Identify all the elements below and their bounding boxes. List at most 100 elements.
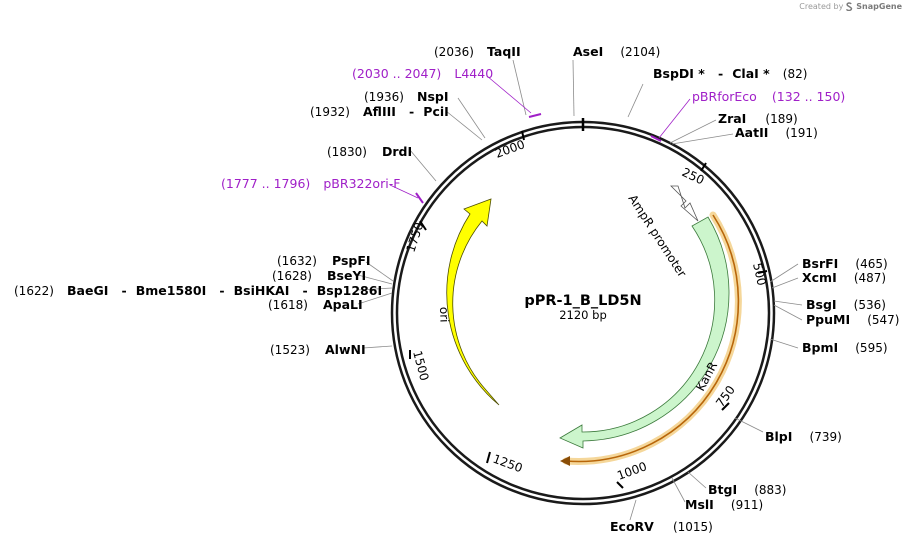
leader-bspdi [627, 83, 644, 118]
site-name-alwni: AlwNI [325, 342, 366, 357]
site-pos-taqii: (2036) [434, 45, 474, 59]
ampr-promoter-label: AmpR promoter [625, 192, 689, 280]
primer-range-pbrforeco: (132 .. 150) [772, 89, 845, 104]
primer-name-pbrforeco: pBRforEco [692, 89, 757, 104]
site-pspfi[interactable]: (1632) PspFI [277, 250, 371, 269]
kanr-orf-line [565, 214, 740, 463]
site-name-ppumi: PpuMI [806, 312, 850, 327]
leader-msli [671, 477, 686, 503]
site-pos-bpmi: (595) [855, 341, 887, 355]
site-afliii-pcii[interactable]: (1932) AflIII - PciI [310, 101, 449, 120]
tick-mark-2000 [521, 130, 525, 141]
site-pos-alwni: (1523) [270, 343, 310, 357]
site-msli[interactable]: MslI (911) [685, 494, 763, 513]
site-separator: - [302, 283, 307, 298]
primer-l4440[interactable]: (2030 .. 2047) L4440 [352, 63, 493, 82]
site-name-bpmi: BpmI [802, 340, 838, 355]
site-pos-btgi: (883) [754, 483, 786, 497]
leader-blpi [734, 417, 764, 433]
site-name-blpi: BlpI [765, 429, 792, 444]
leader-bpmi [769, 338, 799, 349]
tick-mark-1000 [616, 481, 624, 489]
site-nspi[interactable]: (1936) NspI [364, 86, 449, 105]
site-pos-apali: (1618) [268, 298, 308, 312]
created-by-credit: Created by SnapGene [799, 2, 902, 11]
site-name-baegi: BaeGI [67, 283, 108, 298]
leader-baegi [357, 287, 393, 291]
site-pos-msli: (911) [731, 498, 763, 512]
site-name-bme1580i: Bme1580I [136, 283, 206, 298]
site-bpmi[interactable]: BpmI (595) [802, 337, 888, 356]
site-zrai[interactable]: ZraI (189) [718, 108, 798, 127]
ori-feature-arrow[interactable] [446, 198, 500, 406]
site-name-pcii: PciI [423, 104, 449, 119]
site-bsgi[interactable]: BsgI (536) [806, 294, 886, 313]
leader-bseyi [357, 274, 393, 285]
site-aatii[interactable]: AatII (191) [735, 122, 818, 141]
ampr-promoter-arrow[interactable] [670, 185, 699, 222]
leader-btgi [687, 471, 707, 489]
site-apali[interactable]: (1618) ApaLI [268, 294, 363, 313]
site-pos-blpi: (739) [810, 430, 842, 444]
site-ecorv[interactable]: EcoRV (1015) [610, 516, 713, 535]
tick-mark-750 [721, 402, 730, 411]
credit-brand: SnapGene [856, 2, 902, 11]
site-separator: - [409, 104, 414, 119]
site-pos-bsrfi: (465) [855, 257, 887, 271]
leader-asei [572, 59, 575, 117]
leader-bsrfi [769, 263, 799, 283]
site-name-bspdi: BspDI * [653, 66, 705, 81]
site-drdi[interactable]: (1830) DrdI [327, 141, 412, 160]
snapgene-logo-icon [846, 2, 853, 11]
primer-name-pbr322ori-f: pBR322ori-F [323, 176, 400, 191]
site-name-aatii: AatII [735, 125, 768, 140]
site-name-bsp1286i: Bsp1286I [317, 283, 382, 298]
site-ppumi[interactable]: PpuMI (547) [806, 309, 899, 328]
site-name-zrai: ZraI [718, 111, 746, 126]
plasmid-size: 2120 bp [559, 308, 607, 322]
site-blpi[interactable]: BlpI (739) [765, 426, 842, 445]
site-name-clai: ClaI * [732, 66, 770, 81]
site-pos-bsgi: (536) [854, 298, 886, 312]
primer-pbr322ori-f[interactable]: (1777 .. 1796) pBR322ori-F [221, 173, 400, 192]
leader-l4440 [486, 75, 532, 114]
leader-ppumi [773, 304, 803, 321]
site-bsrfi[interactable]: BsrFI (465) [802, 253, 888, 272]
tick-mark-1750 [419, 220, 427, 231]
tick-mark-250 [700, 162, 707, 172]
leader-afliii [445, 110, 483, 141]
site-asei[interactable]: AseI (2104) [573, 41, 660, 60]
primer-mark-pbrforeco [650, 135, 662, 142]
tick-mark-1250 [486, 451, 491, 464]
primer-name-l4440: L4440 [454, 66, 493, 81]
site-pos-xcmi: (487) [854, 271, 886, 285]
site-name-apali: ApaLI [323, 297, 363, 312]
site-bspdi-clai[interactable]: BspDI * - ClaI * (82) [653, 63, 807, 82]
site-name-bsrfi: BsrFI [802, 256, 838, 271]
tick-mark-500 [757, 270, 768, 274]
leader-taqii [512, 59, 527, 116]
site-xcmi[interactable]: XcmI (487) [802, 267, 886, 286]
kanr-feature-arrow[interactable] [559, 216, 730, 449]
site-btgi[interactable]: BtgI (883) [708, 479, 786, 498]
site-baegi-group[interactable]: (1622) BaeGI - Bme1580I - BsiHKAI - Bsp1… [14, 280, 382, 299]
site-separator: - [121, 283, 126, 298]
site-separator: - [718, 66, 723, 81]
site-leader-lines [357, 59, 803, 521]
tick-label-1500: 1500 [410, 349, 431, 382]
site-pos-pspfi: (1632) [277, 254, 317, 268]
primer-pbrforeco[interactable]: pBRforEco (132 .. 150) [692, 86, 845, 105]
leader-drdi [409, 149, 437, 182]
leader-alwni [362, 345, 393, 349]
site-pos-zrai: (189) [765, 112, 797, 126]
site-pos-asei: (2104) [620, 45, 660, 59]
site-alwni[interactable]: (1523) AlwNI [270, 339, 366, 358]
site-name-afliii: AflIII [363, 104, 396, 119]
leader-bsgi [773, 300, 803, 306]
site-bseyi[interactable]: (1628) BseYI [272, 265, 366, 284]
site-taqii[interactable]: (2036) TaqII [434, 41, 521, 60]
credit-text: Created by [799, 2, 844, 11]
primer-range-pbr322ori-f: (1777 .. 1796) [221, 176, 310, 191]
leader-xcmi [771, 277, 799, 289]
